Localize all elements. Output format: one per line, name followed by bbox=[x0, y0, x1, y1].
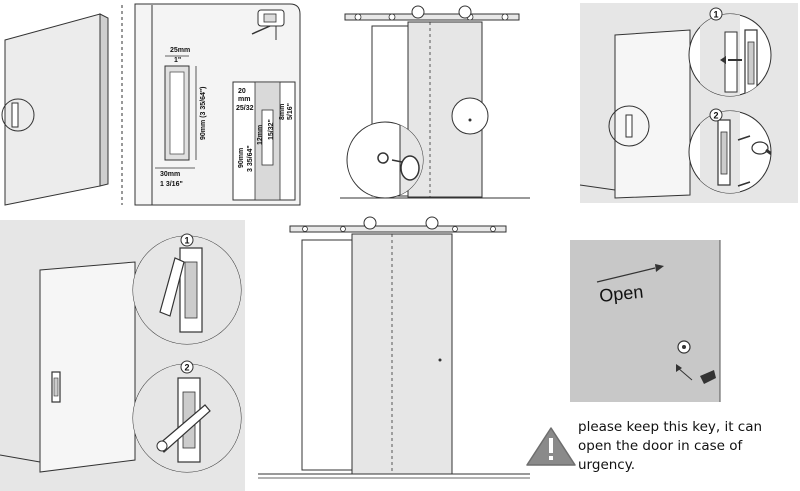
warning-line: open the door in case of bbox=[578, 438, 743, 454]
panel-barn-door-full bbox=[258, 216, 530, 479]
open-label: Open bbox=[598, 281, 644, 305]
step-number: 1 bbox=[713, 10, 718, 20]
step-number-circle bbox=[709, 108, 723, 122]
panel-handle-fold-out: 1 2 bbox=[0, 220, 245, 491]
step-number-circle bbox=[180, 233, 194, 247]
dim-5-16: 5/16" bbox=[287, 103, 294, 120]
panel-emergency-key: Open bbox=[570, 240, 798, 402]
knob-location-circle bbox=[451, 97, 489, 135]
dim-mm: mm bbox=[238, 96, 250, 103]
step-number-circle bbox=[180, 360, 194, 374]
dim-12mm: 12mm bbox=[257, 125, 264, 145]
screwdriver-icon bbox=[751, 141, 769, 155]
key-icon bbox=[700, 370, 716, 384]
warning-line: please keep this key, it can bbox=[578, 419, 763, 435]
dim-25mm: 25mm bbox=[170, 47, 190, 54]
dim-90mm: 90mm (3 35/64") bbox=[200, 86, 207, 140]
panel-handle-installation: 1 2 bbox=[579, 3, 798, 203]
dim-8mm: 8mm bbox=[279, 104, 286, 120]
warning-triangle-icon bbox=[526, 427, 576, 466]
panel-barn-door-knob bbox=[340, 5, 530, 199]
dim-20: 20 bbox=[238, 88, 246, 95]
dim-1in: 1" bbox=[174, 57, 181, 64]
router-tool-icon bbox=[251, 9, 285, 40]
dim-3-35-64: 3 35/64" bbox=[247, 145, 254, 172]
dim-25-32: 25/32 bbox=[236, 105, 254, 112]
dim-15-32: 15/32" bbox=[268, 119, 275, 140]
step-number: 2 bbox=[184, 363, 189, 373]
panel-door-overview bbox=[1, 13, 109, 206]
dim-1-3-16: 1 3/16" bbox=[160, 181, 183, 188]
step-number: 2 bbox=[713, 111, 718, 121]
dim-30mm: 30mm bbox=[160, 171, 180, 178]
warning-text: please keep this key, it can open the do… bbox=[578, 418, 798, 475]
panel-cutout-dimensions: 25mm 1" 90mm (3 35/64") 30mm 1 3/16" 20 … bbox=[121, 3, 301, 206]
step-number: 1 bbox=[184, 236, 189, 246]
detail-callout-circle bbox=[1, 98, 35, 132]
knob-icon bbox=[400, 155, 420, 181]
warning-line: urgency. bbox=[578, 457, 636, 473]
dim-90mm-b: 90mm bbox=[238, 148, 245, 168]
step-number-circle bbox=[709, 7, 723, 21]
